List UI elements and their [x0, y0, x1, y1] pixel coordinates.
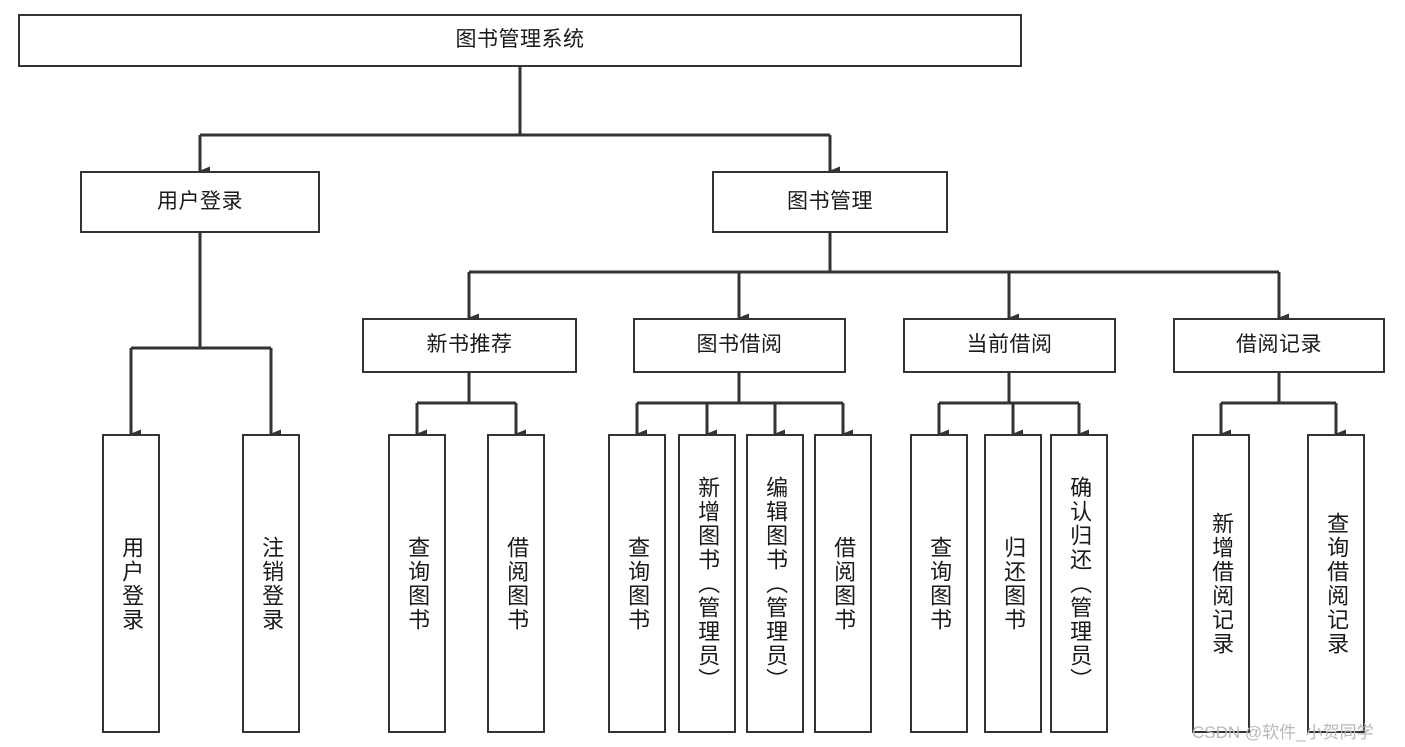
connector-lines	[129, 67, 1346, 439]
node-leaf-add-borrow-record: 新增借阅记录	[1192, 434, 1250, 733]
node-label: 新增借阅记录	[1209, 511, 1235, 656]
node-leaf-user-login: 用户登录	[102, 434, 160, 733]
node-label: 用户登录	[157, 189, 243, 213]
node-label: 编辑图书（管理员）	[763, 475, 789, 692]
node-label: 图书借阅	[696, 333, 783, 357]
node-leaf-user-logout: 注销登录	[242, 434, 300, 733]
node-label: 归还图书	[1001, 535, 1027, 632]
node-label: 查询图书	[927, 535, 953, 632]
node-leaf-edit-book-admin: 编辑图书（管理员）	[746, 434, 804, 733]
node-new-book-recommend: 新书推荐	[362, 318, 577, 373]
node-label: 注销登录	[259, 535, 285, 632]
node-label: 用户登录	[119, 535, 145, 632]
node-label: 当前借阅	[966, 333, 1053, 357]
node-leaf-borrow-book: 借阅图书	[814, 434, 872, 733]
node-leaf-query-book-rec: 查询图书	[388, 434, 446, 733]
node-label: 查询图书	[405, 535, 431, 632]
node-book-borrow: 图书借阅	[633, 318, 846, 373]
node-current-borrow: 当前借阅	[903, 318, 1116, 373]
node-root: 图书管理系统	[18, 14, 1022, 67]
node-label: 图书管理	[787, 189, 873, 213]
node-label: 查询图书	[625, 535, 651, 632]
node-leaf-return-book: 归还图书	[984, 434, 1042, 733]
node-leaf-query-borrow-record: 查询借阅记录	[1307, 434, 1365, 733]
node-user-login: 用户登录	[80, 171, 320, 233]
node-leaf-borrow-book-rec: 借阅图书	[487, 434, 545, 733]
node-label: 借阅记录	[1236, 333, 1322, 357]
watermark-text: CSDN @软件_小贺同学	[1192, 723, 1374, 742]
node-label: 新书推荐	[426, 333, 513, 357]
node-leaf-confirm-return-admin: 确认归还（管理员）	[1050, 434, 1108, 733]
node-label: 图书管理系统	[455, 28, 585, 52]
node-leaf-query-book-current: 查询图书	[910, 434, 968, 733]
node-label: 查询借阅记录	[1324, 511, 1350, 656]
node-label: 确认归还（管理员）	[1067, 475, 1093, 692]
node-leaf-add-book-admin: 新增图书（管理员）	[678, 434, 736, 733]
node-book-manage: 图书管理	[712, 171, 948, 233]
node-leaf-query-book-borrow: 查询图书	[608, 434, 666, 733]
node-label: 借阅图书	[831, 535, 857, 632]
node-label: 借阅图书	[504, 535, 530, 632]
node-label: 新增图书（管理员）	[695, 475, 721, 692]
node-borrow-record: 借阅记录	[1173, 318, 1385, 373]
